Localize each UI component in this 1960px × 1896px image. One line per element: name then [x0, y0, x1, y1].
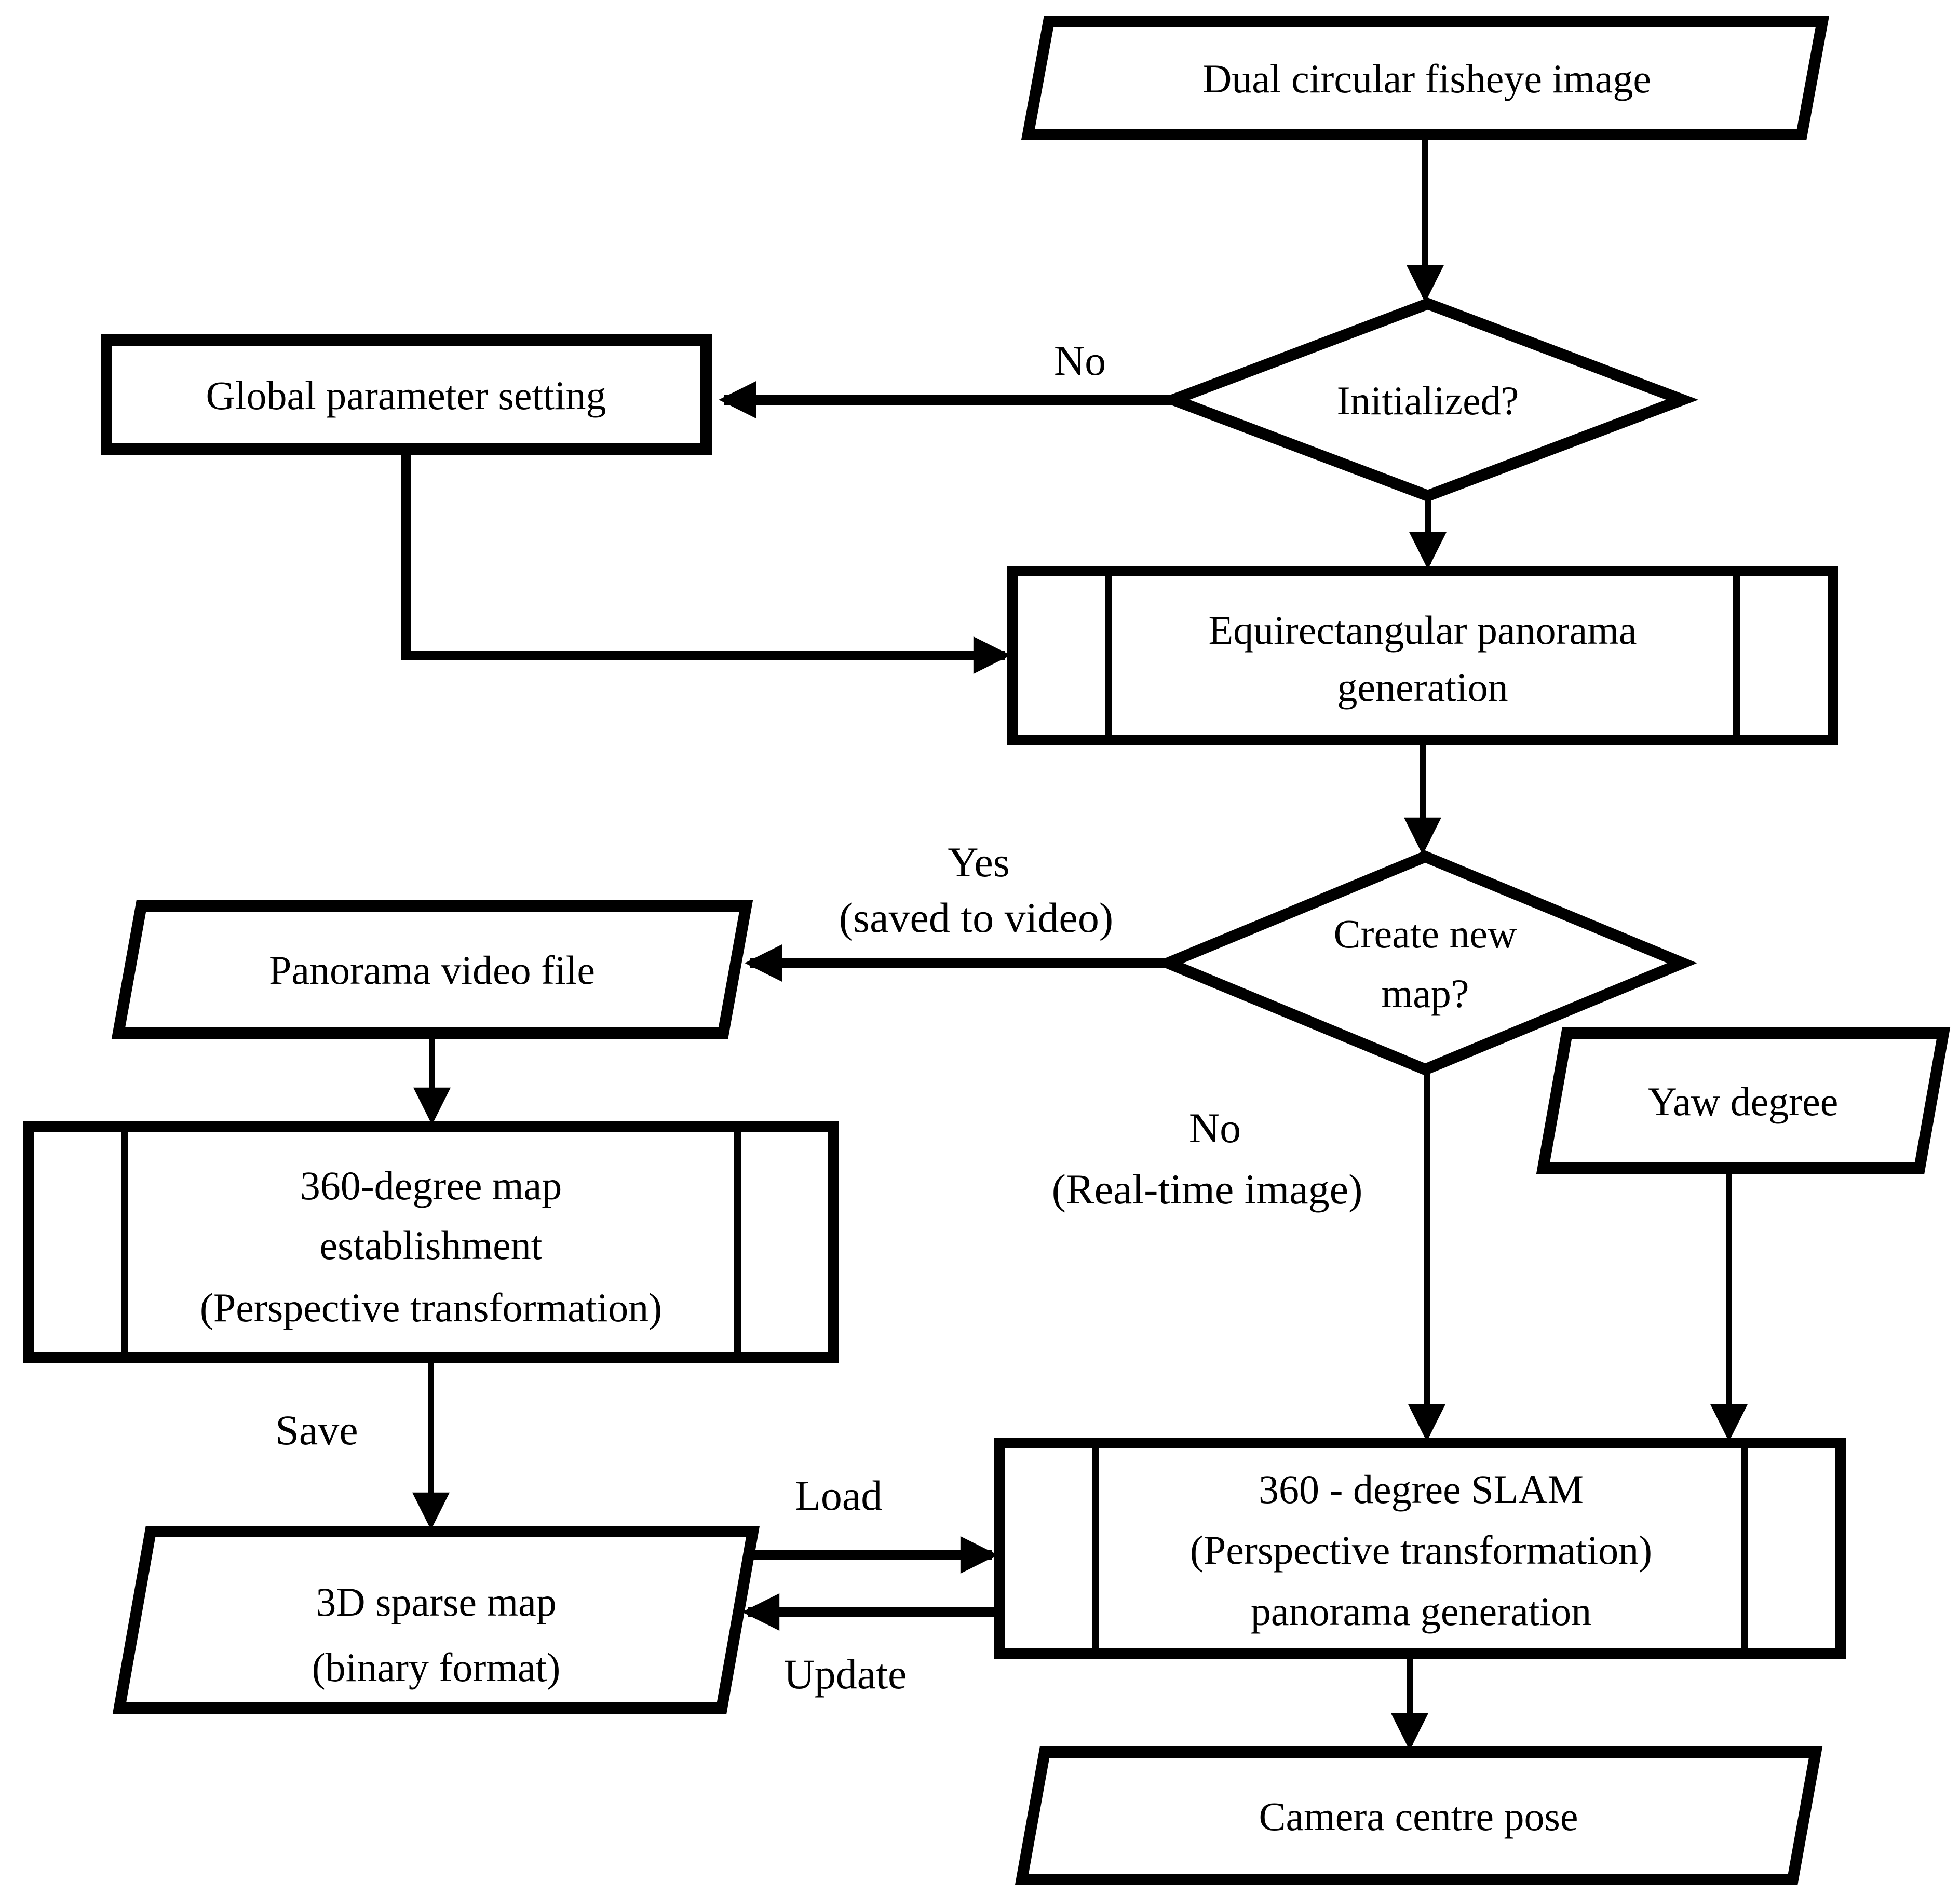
dual-fisheye-parallelogram [1021, 16, 1830, 140]
node-yaw-degree: Yaw degree [1536, 1027, 1951, 1174]
sparse-map-parallelogram [112, 1526, 760, 1714]
node-initialized-decision: Initialized? [1157, 297, 1699, 502]
panorama-video-parallelogram [111, 900, 753, 1039]
sparse-map-label-line2: (binary format) [312, 1645, 561, 1690]
node-360-degree-map-establishment: 360-degree map establishment (Perspectiv… [23, 1121, 839, 1363]
label-save: Save [275, 1406, 358, 1454]
yaw-degree-label: Yaw degree [1648, 1079, 1839, 1124]
label-yes-saved-to-video: (saved to video) [839, 894, 1113, 941]
create-new-map-diamond [1153, 850, 1697, 1076]
label-no-realtime-image: (Real-time image) [1052, 1166, 1363, 1213]
map-establish-label-line1: 360-degree map [300, 1163, 562, 1208]
map-establish-rect [23, 1121, 839, 1363]
label-yes: Yes [948, 838, 1009, 886]
slam-label-line2: (Perspective transformation) [1190, 1527, 1652, 1573]
node-equirectangular-panorama-generation: Equirectangular panorama generation [1007, 566, 1838, 745]
equirect-label-line1: Equirectangular panorama [1208, 607, 1637, 653]
label-no-realtime: No [1189, 1104, 1241, 1152]
node-camera-centre-pose: Camera centre pose [1015, 1746, 1823, 1885]
equirect-rect [1007, 566, 1838, 745]
node-3d-sparse-map: 3D sparse map (binary format) [112, 1526, 760, 1714]
node-360-degree-slam: 360 - degree SLAM (Perspective transform… [994, 1438, 1846, 1659]
label-load: Load [795, 1472, 882, 1519]
node-global-parameter-setting: Global parameter setting [101, 334, 712, 455]
equirect-label-line2: generation [1337, 665, 1508, 710]
map-establish-label-line3: (Perspective transformation) [200, 1285, 662, 1330]
label-update: Update [784, 1650, 907, 1698]
initialized-diamond [1157, 297, 1699, 502]
slam-label-line1: 360 - degree SLAM [1259, 1467, 1584, 1512]
node-create-new-map-decision: Create new map? [1153, 850, 1697, 1076]
camera-pose-parallelogram [1015, 1746, 1823, 1885]
create-new-map-label-line2: map? [1382, 971, 1469, 1016]
edges [401, 136, 1748, 1751]
label-no-initialized: No [1054, 337, 1106, 384]
node-dual-circular-fisheye-image: Dual circular fisheye image [1021, 16, 1830, 140]
yaw-degree-parallelogram [1536, 1027, 1951, 1174]
edge-labels: No Yes (saved to video) No (Real-time im… [275, 337, 1362, 1698]
dual-fisheye-label: Dual circular fisheye image [1202, 56, 1651, 101]
edge-global-to-equirect [401, 451, 1011, 674]
global-parameter-label: Global parameter setting [206, 373, 606, 418]
sparse-map-label-line1: 3D sparse map [316, 1579, 557, 1624]
slam-rect [994, 1438, 1846, 1659]
create-new-map-label-line1: Create new [1334, 911, 1517, 956]
camera-pose-label: Camera centre pose [1259, 1794, 1578, 1839]
global-parameter-rect [101, 334, 712, 455]
node-panorama-video-file: Panorama video file [111, 900, 753, 1039]
panorama-video-label: Panorama video file [269, 947, 595, 993]
slam-label-line3: panorama generation [1251, 1589, 1591, 1634]
map-establish-label-line2: establishment [320, 1223, 543, 1268]
initialized-label: Initialized? [1337, 378, 1519, 423]
